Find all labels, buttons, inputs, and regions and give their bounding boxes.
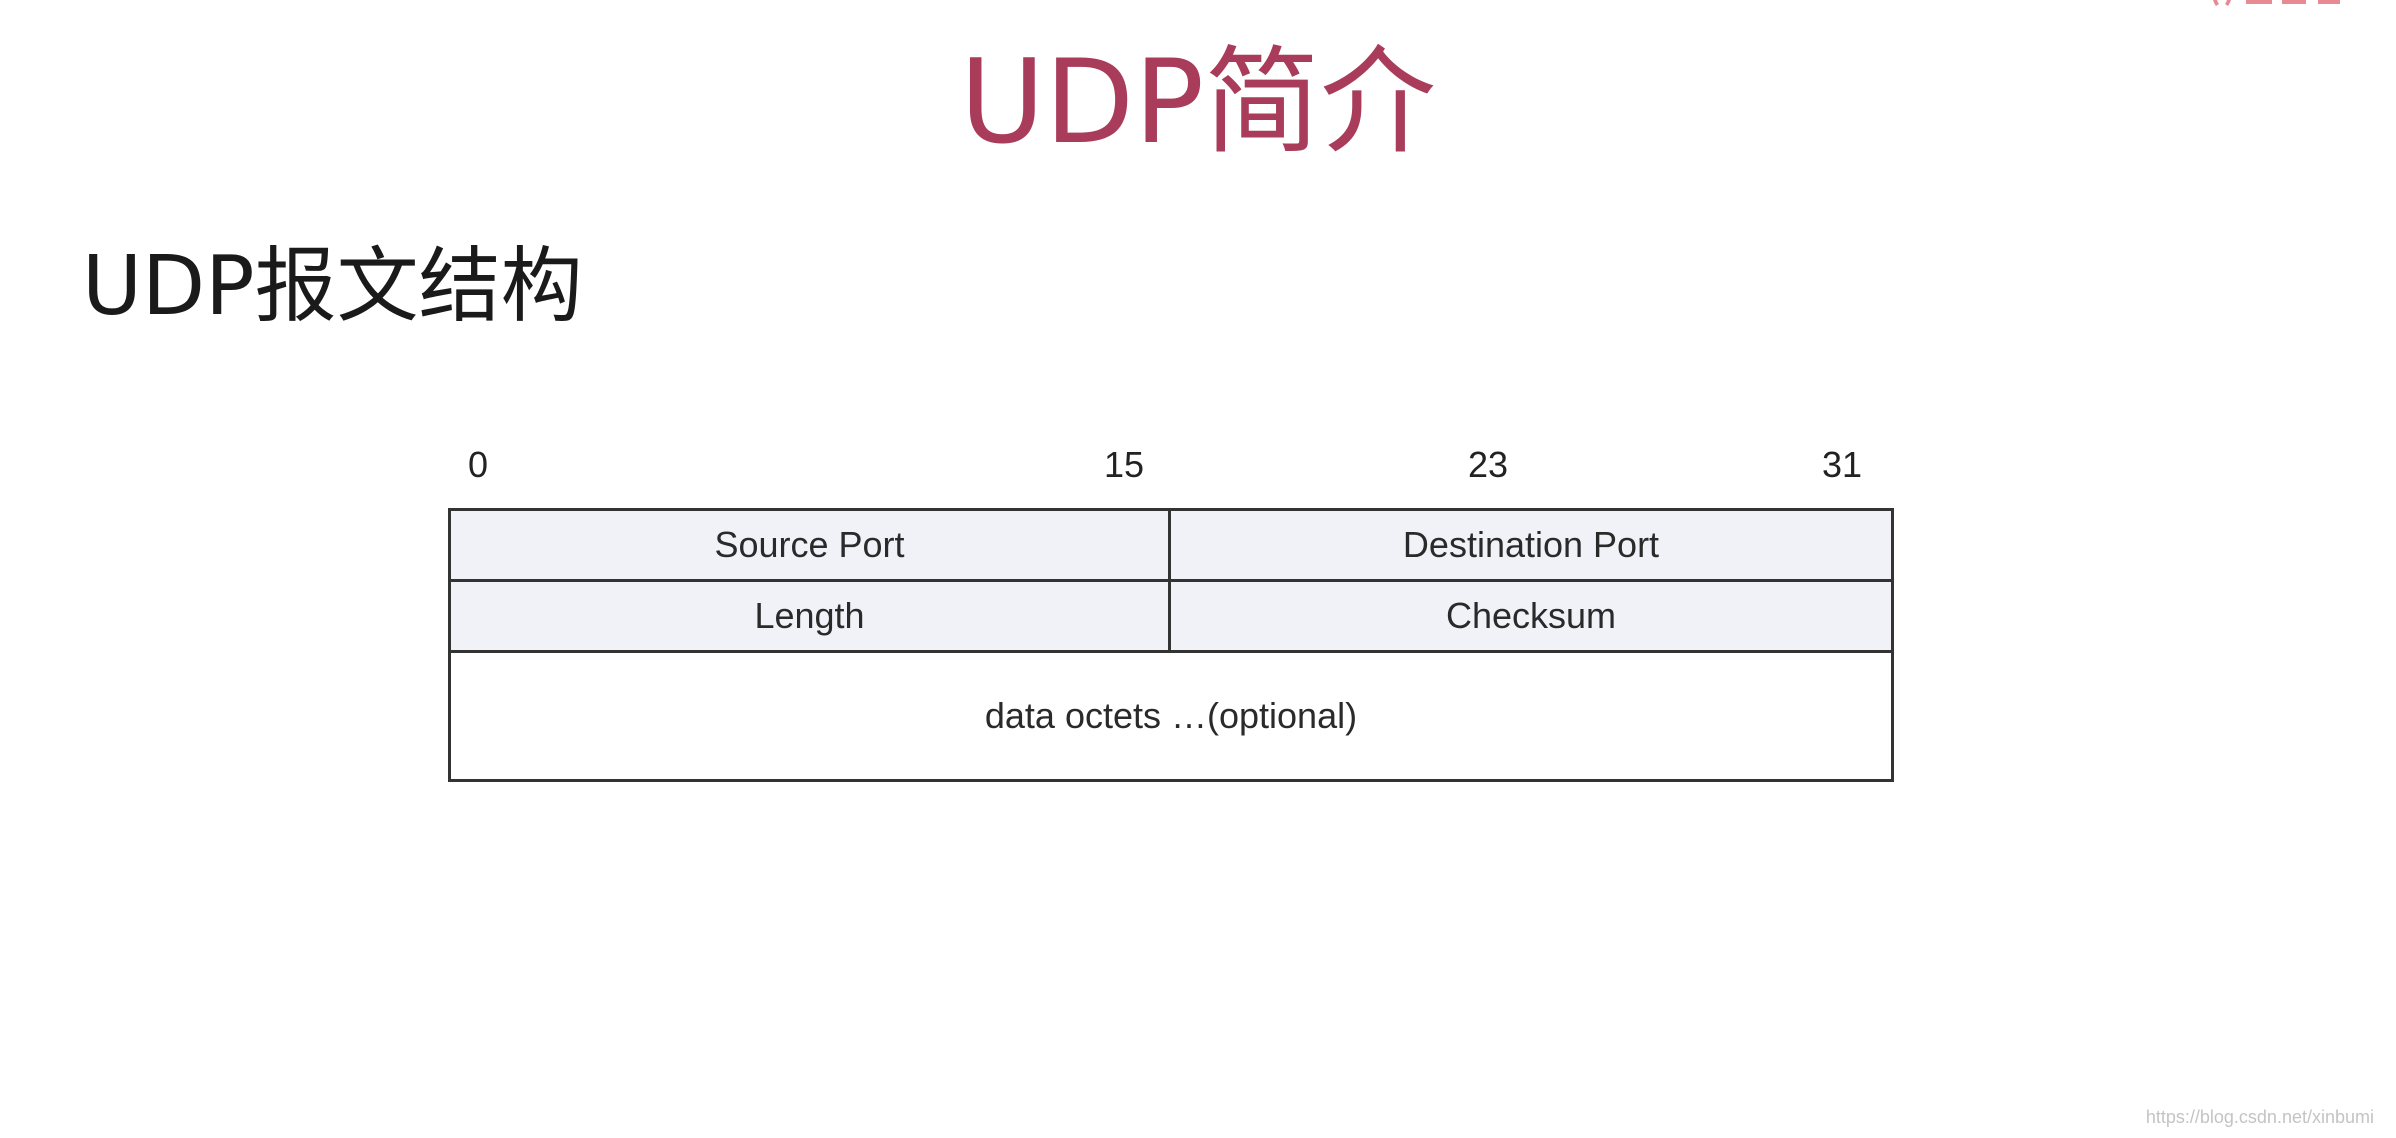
udp-header-diagram: 0 15 23 31 Source Port Destination Port … (448, 440, 1894, 784)
bit-label-15: 15 (1104, 444, 1145, 485)
source-port-field: Source Port (451, 511, 1171, 579)
section-heading: UDP报文结构 (82, 239, 583, 334)
length-field: Length (451, 582, 1171, 650)
header-row-length-checksum: Length Checksum (451, 582, 1891, 653)
header-row-ports: Source Port Destination Port (451, 511, 1891, 582)
brand-logo-icon (2213, 0, 2340, 6)
checksum-field: Checksum (1171, 582, 1891, 650)
data-octets-field: data octets …(optional) (451, 653, 1891, 779)
udp-packet-box: Source Port Destination Port Length Chec… (448, 508, 1894, 782)
watermark-url: https://blog.csdn.net/xinbumi (2145, 1107, 2374, 1127)
destination-port-field: Destination Port (1171, 511, 1891, 579)
bit-label-31: 31 (1822, 444, 1863, 485)
slide-title: UDP简介 (959, 35, 1437, 170)
bit-label-23: 23 (1468, 444, 1509, 485)
bit-label-0: 0 (468, 444, 489, 485)
